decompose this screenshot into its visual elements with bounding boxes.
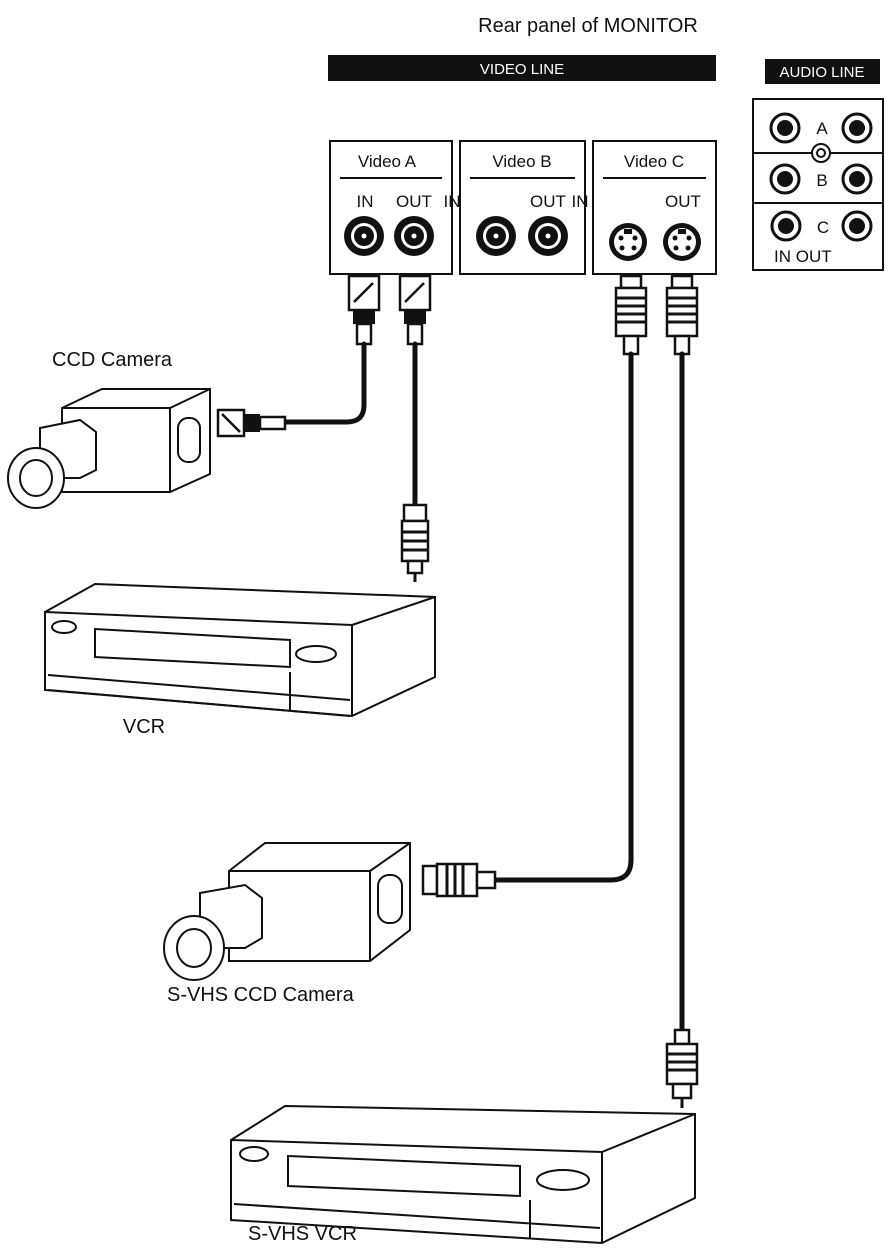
audio-line-label: AUDIO LINE xyxy=(779,64,864,81)
svhs-vcr-tape-slot[interactable] xyxy=(287,1154,521,1198)
vcr-tape-slot[interactable] xyxy=(94,627,291,669)
audio-a-out-jack[interactable] xyxy=(841,112,873,144)
audio-terminal-screw-icon xyxy=(811,143,831,163)
vcr xyxy=(44,582,436,718)
video-b-out-bnc-jack[interactable] xyxy=(528,216,568,256)
video-b-title: Video B xyxy=(492,152,551,171)
ccd-camera xyxy=(7,388,287,509)
video-b-panel: Video B IN OUT xyxy=(444,140,586,275)
video-line-bar xyxy=(328,55,716,81)
ccd-camera-label: CCD Camera xyxy=(52,349,173,371)
video-c-in-label: IN xyxy=(572,192,589,211)
svideo-plug-svhs-vcr[interactable] xyxy=(665,1028,699,1108)
video-c-out-label: OUT xyxy=(665,192,701,211)
bnc-plug-camera-cable[interactable] xyxy=(347,274,381,346)
video-c-panel: Video C IN OUT xyxy=(572,140,717,275)
svhs-camera-svideo-connector[interactable] xyxy=(421,862,497,898)
bnc-plug-vcr-cable[interactable] xyxy=(398,274,432,346)
audio-b-in-jack[interactable] xyxy=(769,163,801,195)
audio-c-in-jack[interactable] xyxy=(770,210,802,242)
cable-svhs-camera-to-video-c-in xyxy=(492,351,634,883)
audio-row-a-label: A xyxy=(816,119,828,138)
ccd-camera-bnc-connector[interactable] xyxy=(216,408,287,438)
svhs-ccd-camera-label: S-VHS CCD Camera xyxy=(167,984,355,1006)
audio-b-out-jack[interactable] xyxy=(841,163,873,195)
audio-row-b-label: B xyxy=(816,171,827,190)
video-a-panel: Video A IN OUT xyxy=(329,140,453,275)
rca-plug-vcr[interactable] xyxy=(400,503,430,582)
svhs-ccd-camera xyxy=(163,842,497,981)
video-a-in-label: IN xyxy=(357,192,374,211)
audio-c-out-jack[interactable] xyxy=(841,210,873,242)
audio-a-in-jack[interactable] xyxy=(769,112,801,144)
audio-in-out-label: IN OUT xyxy=(774,247,832,266)
svideo-plug-camera-cable[interactable] xyxy=(614,274,648,356)
svideo-plug-vcr-cable[interactable] xyxy=(665,274,699,356)
video-line-label: VIDEO LINE xyxy=(480,61,564,78)
diagram-title: Rear panel of MONITOR xyxy=(478,15,698,37)
vcr-label: VCR xyxy=(123,716,165,738)
video-b-in-label: IN xyxy=(444,192,461,211)
audio-row-c-label: C xyxy=(817,218,829,237)
video-b-in-bnc-jack[interactable] xyxy=(476,216,516,256)
video-c-out-svideo-jack[interactable] xyxy=(663,223,701,261)
video-b-out-label: OUT xyxy=(530,192,566,211)
video-a-out-bnc-jack[interactable] xyxy=(394,216,434,256)
audio-line-bar xyxy=(765,59,880,84)
svhs-vcr-label: S-VHS VCR xyxy=(248,1223,357,1245)
video-a-out-label: OUT xyxy=(396,192,432,211)
video-c-in-svideo-jack[interactable] xyxy=(609,223,647,261)
svhs-vcr xyxy=(230,1104,696,1245)
cable-camera-to-video-a-in xyxy=(282,341,367,425)
video-a-in-bnc-jack[interactable] xyxy=(344,216,384,256)
video-c-title: Video C xyxy=(624,152,684,171)
video-a-title: Video A xyxy=(358,152,417,171)
audio-panel: A B C IN OUT xyxy=(752,98,884,271)
